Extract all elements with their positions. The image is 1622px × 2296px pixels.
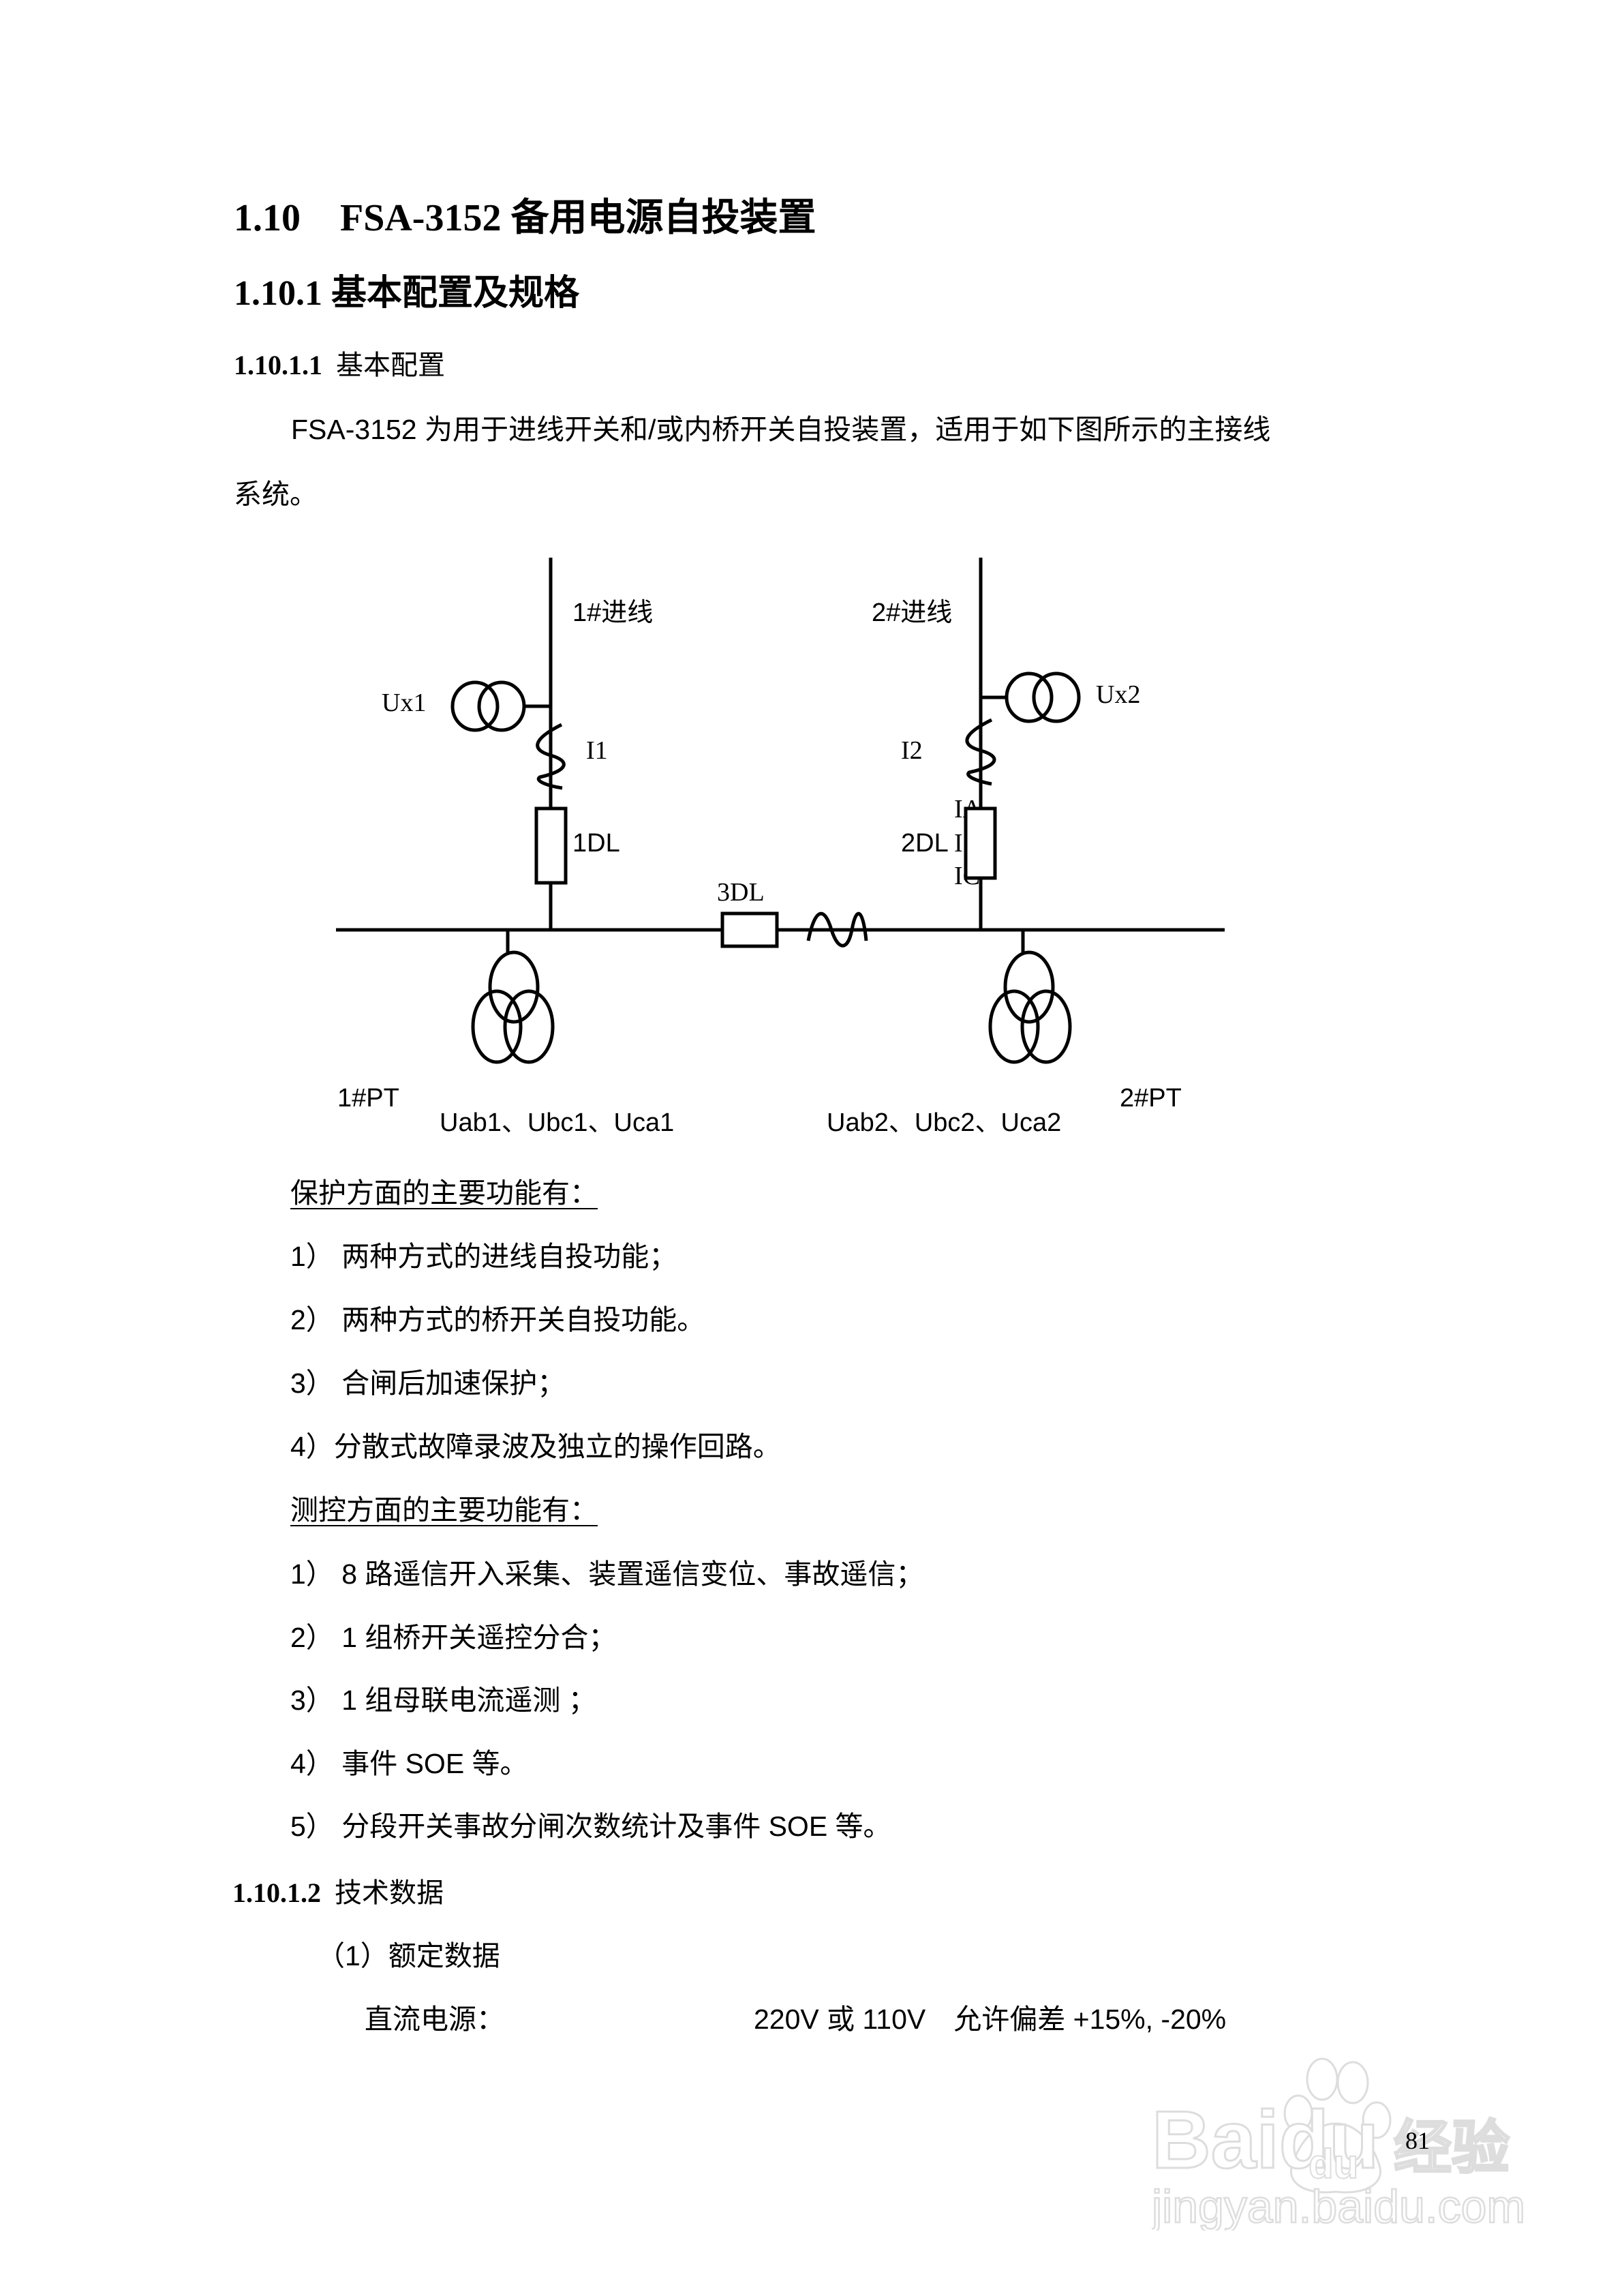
rated-data-heading: （1）额定数据 <box>317 1940 500 1972</box>
control-item: 1） 8 路遥信开入采集、装置遥信变位、事故遥信； <box>290 1558 924 1590</box>
svg-text:jingyan.baidu.com: jingyan.baidu.com <box>1152 2181 1523 2231</box>
control-item: 2） 1 组桥开关遥控分合； <box>290 1622 617 1653</box>
dc-power-value: 220V 或 110V 允许偏差 +15%, -20% <box>754 2004 1227 2035</box>
breaker-2dl-icon <box>964 806 997 880</box>
label-incoming-1: 1#进线 <box>572 599 654 627</box>
label-3dl: 3DL <box>717 878 765 907</box>
dc-power-label: 直流电源： <box>365 2004 504 2035</box>
breaker-3dl-icon <box>720 911 779 948</box>
subsection-number: 1.10.1 <box>234 274 322 313</box>
subsubsection-number: 1.10.1.1 <box>234 350 322 380</box>
pt1-transformer-icon <box>488 950 540 1024</box>
section-title: FSA-3152 备用电源自投装置 <box>340 197 816 239</box>
breaker-1dl-icon <box>534 806 568 885</box>
control-item: 4） 事件 SOE 等。 <box>290 1748 528 1779</box>
label-i2: I2 <box>901 736 923 765</box>
intro-line-1: FSA-3152 为用于进线开关和/或内桥开关自投装置，适用于如下图所示的主接线 <box>291 414 1271 445</box>
label-incoming-2: 2#进线 <box>872 599 953 627</box>
label-ib: I <box>954 829 963 858</box>
ux2-transformer-icon <box>1005 671 1054 723</box>
pt2-transformer-icon <box>1003 950 1055 1024</box>
ux1-transformer-icon <box>450 680 500 732</box>
svg-text:Baidu: Baidu <box>1152 2094 1379 2186</box>
protection-item: 1） 两种方式的进线自投功能； <box>290 1241 677 1272</box>
ct1-coil-icon <box>536 723 566 790</box>
label-1dl: 1DL <box>572 829 620 858</box>
subsection-heading: 1.10.1 基本配置及规格 <box>234 276 579 312</box>
section-heading: 1.10 FSA-3152 备用电源自投装置 <box>234 199 816 237</box>
control-item: 3） 1 组母联电流遥测 ； <box>290 1685 596 1716</box>
baidu-paw-icon: Baidu du 经验 jingyan.baidu.com <box>1150 2057 1526 2233</box>
svg-text:经验: 经验 <box>1394 2115 1510 2182</box>
label-pt1-voltages: Uab1、Ubc1、Uca1 <box>440 1108 675 1137</box>
protection-heading: 保护方面的主要功能有： <box>290 1177 598 1209</box>
bus-ct-wave-icon <box>806 911 868 948</box>
label-i1: I1 <box>586 736 608 765</box>
subsubsection-heading-basic-config: 1.10.1.1 基本配置 <box>234 352 445 379</box>
protection-item: 4）分散式故障录波及独立的操作回路。 <box>290 1431 781 1462</box>
page-number: 81 <box>1405 2127 1430 2154</box>
protection-item: 2） 两种方式的桥开关自投功能。 <box>290 1304 705 1335</box>
control-heading: 测控方面的主要功能有： <box>290 1494 598 1526</box>
protection-item: 3） 合闸后加速保护； <box>290 1368 566 1399</box>
label-pt2: 2#PT <box>1120 1084 1182 1113</box>
main-wiring-diagram <box>336 558 1225 1064</box>
label-2dl: 2DL <box>901 829 949 858</box>
ct2-coil-icon <box>965 718 996 786</box>
label-ux2: Ux2 <box>1096 680 1141 709</box>
subsubsection-number: 1.10.1.2 <box>232 1877 321 1908</box>
section-number: 1.10 <box>234 197 301 239</box>
breaker-2dl-overlay <box>964 806 997 880</box>
label-pt1: 1#PT <box>337 1084 399 1113</box>
subsection-title: 基本配置及规格 <box>331 274 580 313</box>
baidu-watermark: Baidu du 经验 jingyan.baidu.com <box>1150 2052 1526 2233</box>
subsubsection-title: 技术数据 <box>335 1877 444 1908</box>
label-pt2-voltages: Uab2、Ubc2、Uca2 <box>827 1108 1062 1137</box>
svg-text:du: du <box>1309 2141 1358 2187</box>
intro-line-2: 系统。 <box>234 479 318 510</box>
label-ux1: Ux1 <box>382 689 427 717</box>
subsubsection-title: 基本配置 <box>336 350 445 380</box>
control-item: 5） 分段开关事故分闸次数统计及事件 SOE 等。 <box>290 1811 891 1842</box>
subsubsection-heading-tech-data: 1.10.1.2 技术数据 <box>232 1879 444 1907</box>
